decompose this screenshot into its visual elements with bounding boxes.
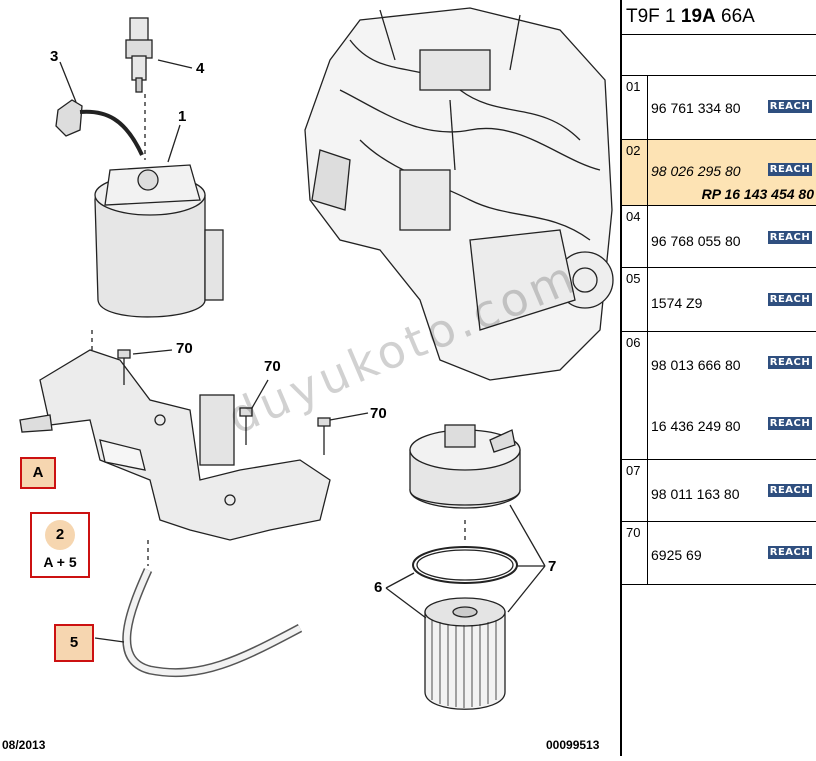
callout-6: 6	[374, 579, 383, 596]
filter-element	[424, 597, 506, 710]
footer-date: 08/2013	[2, 738, 46, 752]
reach-badge: REACH	[768, 163, 812, 176]
row-number: 02	[622, 140, 648, 205]
reach-badge: REACH	[768, 231, 812, 244]
part-reference[interactable]: 98 013 666 80	[651, 357, 741, 373]
vertical-divider	[620, 0, 622, 756]
part-reference[interactable]: 16 436 249 80	[651, 418, 741, 434]
row-number: 04	[622, 206, 648, 267]
part-reference[interactable]: 96 761 334 80	[651, 100, 741, 116]
leader-lines-6-7	[385, 504, 546, 619]
callout-4: 4	[196, 60, 205, 77]
clip-part-3	[55, 61, 144, 156]
callout-70-b: 70	[264, 358, 281, 375]
callout-7: 7	[548, 558, 557, 575]
filter-housing-part-1	[91, 94, 224, 360]
callout-1: 1	[178, 108, 187, 125]
box-2-circle: 2	[45, 520, 75, 550]
parts-row[interactable]: 70 6925 69 REACH	[622, 521, 816, 585]
reach-badge: REACH	[768, 356, 812, 369]
engine-block-drawing	[304, 7, 614, 381]
parts-row[interactable]: 07 98 011 163 80 REACH	[622, 459, 816, 521]
row-number: 01	[622, 76, 648, 139]
row-number: 07	[622, 460, 648, 521]
exploded-view-drawing	[19, 7, 614, 710]
reach-badge: REACH	[768, 100, 812, 113]
title-prefix: T9F 1	[626, 6, 681, 27]
part-reference[interactable]: 6925 69	[651, 547, 702, 563]
callout-70-a: 70	[176, 340, 193, 357]
parts-row[interactable]: 04 96 768 055 80 REACH	[622, 205, 816, 267]
page-title: T9F 1 19A 66A	[626, 6, 755, 28]
parts-row[interactable]: 06 98 013 666 80 REACH 16 436 249 80 REA…	[622, 331, 816, 459]
box-a-plus-5: 2 A + 5	[30, 512, 90, 578]
box-a: A	[20, 457, 56, 489]
part-reference[interactable]: 96 768 055 80	[651, 233, 741, 249]
box-a-plus-5-label: A + 5	[43, 554, 77, 570]
part-reference[interactable]: 98 026 295 80	[651, 163, 741, 179]
reach-badge: REACH	[768, 484, 812, 497]
callout-70-c: 70	[370, 405, 387, 422]
parts-row[interactable]: 05 1574 Z9 REACH	[622, 267, 816, 331]
replacement-part-reference[interactable]: RP 16 143 454 80	[701, 186, 814, 202]
sensor-part-4	[125, 17, 193, 93]
row-number: 06	[622, 332, 648, 459]
reach-badge: REACH	[768, 293, 812, 306]
header-divider	[622, 34, 816, 35]
part-reference[interactable]: 98 011 163 80	[651, 486, 740, 502]
parts-list-panel: T9F 1 19A 66A 01 96 761 334 80 REACH 02 …	[622, 0, 816, 756]
box-5: 5	[54, 624, 94, 662]
filter-cap-part-7	[409, 424, 521, 540]
hose-part-5	[94, 540, 303, 678]
footer-doc-number: 00099513	[546, 738, 600, 752]
reach-badge: REACH	[768, 417, 812, 430]
parts-row[interactable]: 01 96 761 334 80 REACH	[622, 75, 816, 139]
bolts-70	[117, 349, 369, 455]
title-suffix: 66A	[715, 6, 755, 27]
parts-row-highlighted[interactable]: 02 98 026 295 80 REACH RP 16 143 454 80	[622, 139, 816, 205]
part-reference[interactable]: 1574 Z9	[651, 295, 703, 311]
reach-badge: REACH	[768, 546, 812, 559]
title-bold: 19A	[680, 6, 716, 27]
row-number: 70	[622, 522, 648, 584]
bracket-a	[19, 349, 331, 541]
callout-3: 3	[50, 48, 59, 65]
parts-diagram: duyukoto.com 3 4 1 70 70 70 6 7 A 2 A + …	[2, 7, 614, 752]
row-number: 05	[622, 268, 648, 331]
o-ring-part-6	[412, 546, 518, 584]
